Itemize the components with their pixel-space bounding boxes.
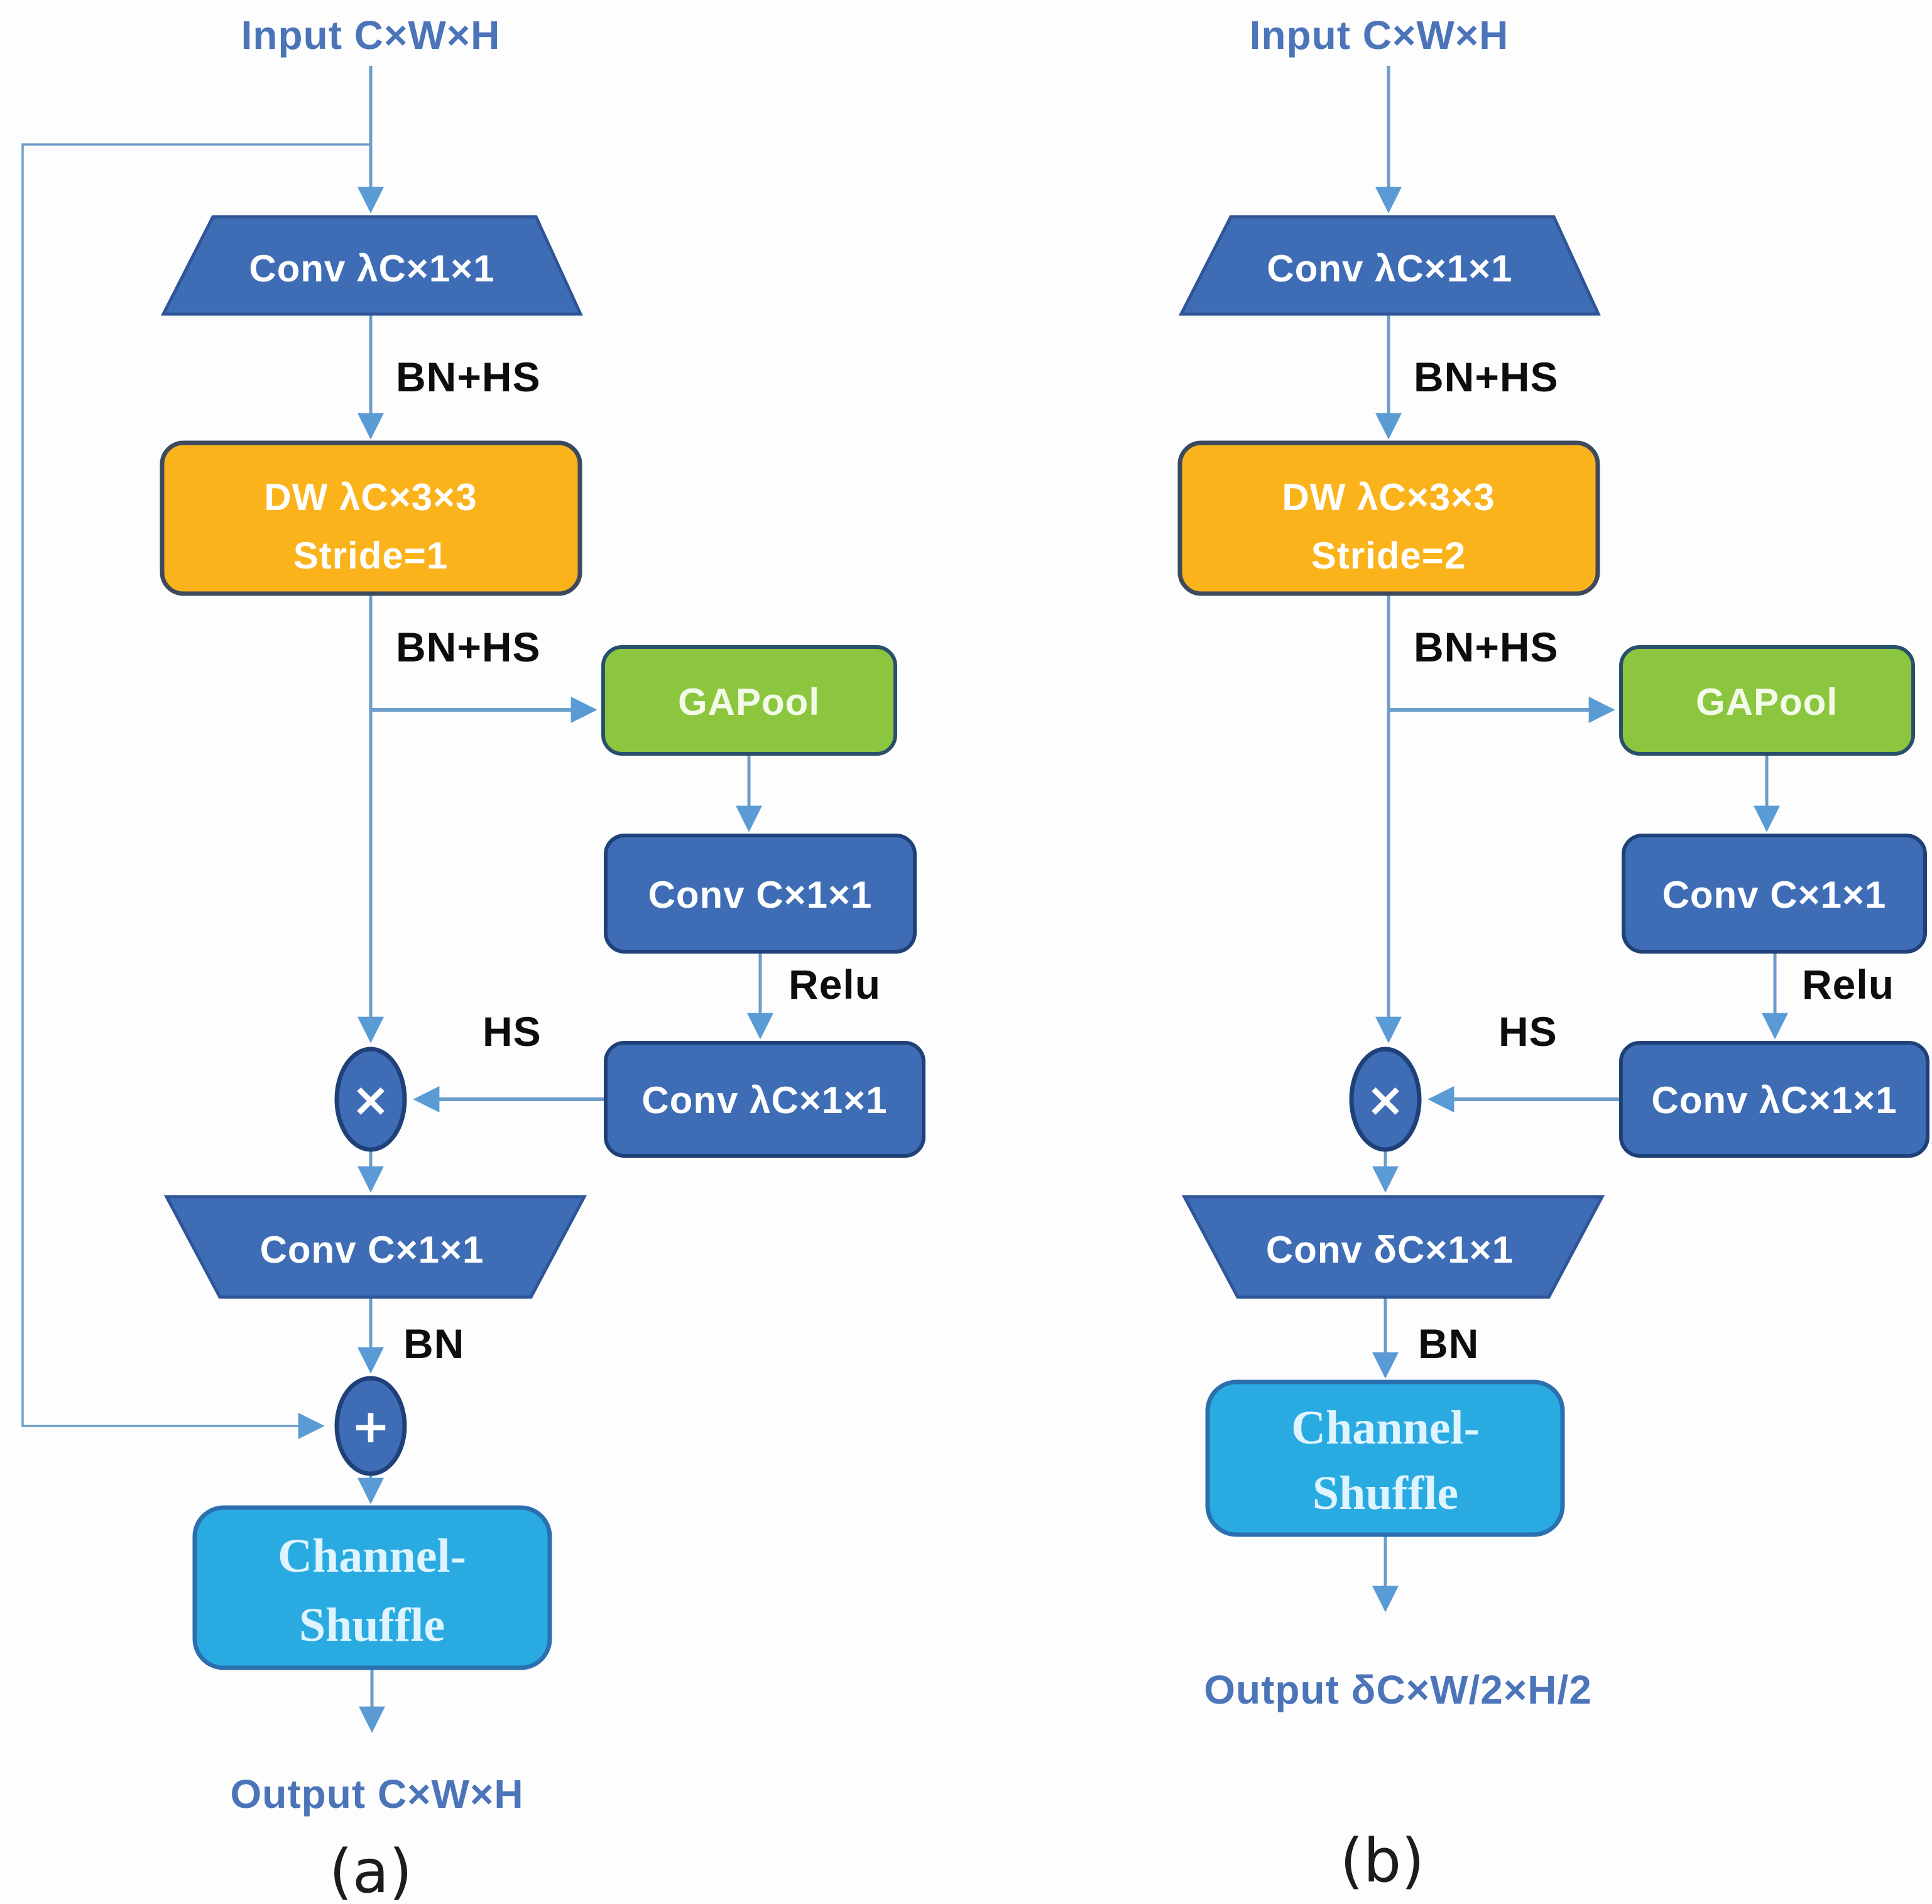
dw-conv-box-b [1177,440,1600,596]
add-glyph-a: + [351,1400,390,1454]
se-conv2-label-b: Conv λC×1×1 [1651,1079,1897,1121]
edge-residual-skip-a [21,143,371,1439]
block-a: Input C×W×H Conv λC×1×1 BN+HS DW λC×3×3 … [21,13,925,1904]
se-conv1-label-a: Conv C×1×1 [648,874,873,916]
input-label-a: Input C×W×H [241,13,501,58]
conv-expand-trapezoid-b [1178,215,1601,316]
gapool-box-a [601,645,897,756]
se-conv1-box-a [604,834,917,954]
multiply-glyph-a: × [351,1073,390,1127]
bn-label-b: BN [1418,1320,1479,1367]
channel-shuffle-label-line2-a: Shuffle [299,1599,445,1651]
dw-conv-label-line2-b: Stride=2 [1311,535,1466,577]
hs-label-b: HS [1498,1008,1558,1055]
gapool-label-a: GAPool [678,681,820,723]
conv-expand-label-a: Conv λC×1×1 [249,248,494,290]
caption-a: (a) [329,1837,412,1904]
channel-shuffle-label-line2-b: Shuffle [1313,1467,1458,1520]
channel-shuffle-box-b [1205,1379,1565,1537]
channel-shuffle-label-line1-b: Channel- [1291,1401,1480,1454]
bn-hs-label-b-1: BN+HS [1414,354,1559,400]
se-conv2-box-a [604,1041,925,1158]
se-conv2-label-a: Conv λC×1×1 [641,1079,887,1121]
multiply-glyph-b: × [1366,1073,1405,1127]
gapool-label-b: GAPool [1696,681,1838,723]
bn-label-a: BN [403,1320,464,1367]
bn-hs-label-a-1: BN+HS [396,354,541,400]
add-node-a [334,1376,407,1476]
conv-expand-label-b: Conv λC×1×1 [1267,248,1512,290]
channel-shuffle-box-a [192,1505,552,1670]
multiply-node-b [1349,1047,1422,1152]
dw-conv-label-line1-a: DW λC×3×3 [264,476,477,518]
conv-project-label-a: Conv C×1×1 [260,1229,484,1271]
conv-project-label-b: Conv δC×1×1 [1266,1229,1514,1271]
se-conv2-box-b [1619,1041,1929,1158]
input-label-b: Input C×W×H [1250,13,1509,58]
relu-label-a: Relu [789,961,881,1008]
caption-b: (b) [1340,1827,1424,1896]
relu-label-b: Relu [1802,961,1894,1008]
output-label-a: Output C×W×H [230,1771,523,1817]
se-conv1-label-b: Conv C×1×1 [1662,874,1887,916]
conv-project-trapezoid-a [163,1195,587,1299]
bn-hs-label-b-2: BN+HS [1414,624,1559,670]
dw-conv-label-line2-a: Stride=1 [293,535,448,577]
se-conv1-box-b [1622,834,1927,954]
output-label-b: Output δC×W/2×H/2 [1204,1667,1592,1712]
gapool-box-b [1619,645,1915,756]
multiply-node-a [334,1047,407,1152]
dw-conv-box-a [160,440,582,596]
conv-expand-trapezoid-a [160,215,583,316]
bn-hs-label-a-2: BN+HS [396,624,541,670]
hs-label-a: HS [483,1008,542,1055]
dw-conv-label-line1-b: DW λC×3×3 [1282,476,1495,518]
conv-project-trapezoid-b [1181,1195,1605,1299]
channel-shuffle-label-line1-a: Channel- [278,1530,466,1582]
block-b: Input C×W×H Conv λC×1×1 BN+HS DW λC×3×3 … [1177,13,1929,1896]
